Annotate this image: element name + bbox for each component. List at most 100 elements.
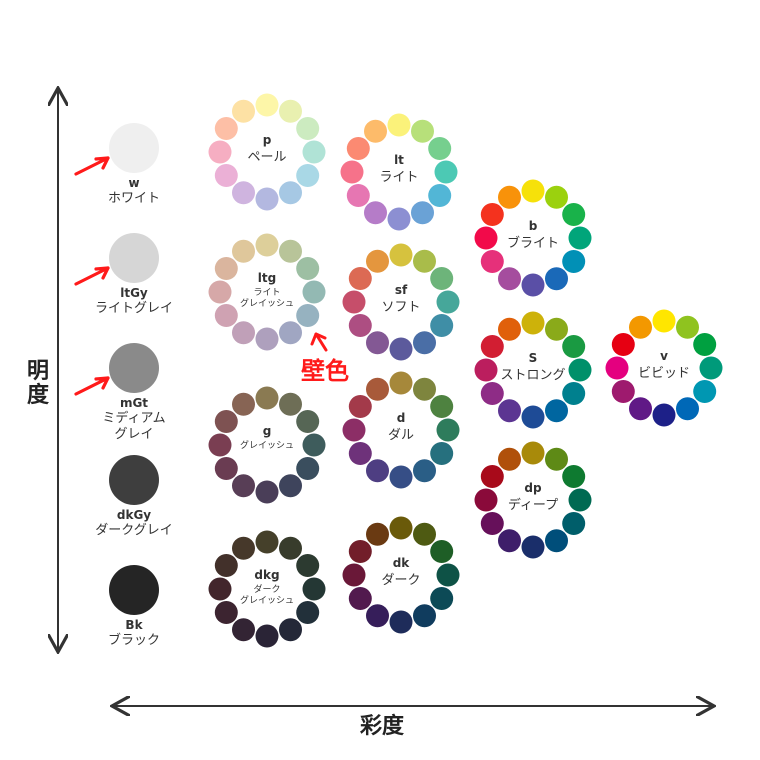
hue-swatch — [413, 604, 436, 628]
tone-code: dkg — [254, 568, 279, 582]
hue-swatch — [214, 457, 238, 480]
hue-swatch — [562, 382, 586, 405]
hue-swatch — [521, 311, 545, 335]
hue-swatch — [302, 577, 326, 601]
hue-swatch — [498, 447, 521, 471]
hue-swatch — [232, 536, 255, 560]
hue-swatch — [232, 99, 255, 123]
achromatic-name: ミディアム — [102, 410, 165, 426]
hue-swatch — [413, 522, 436, 546]
hue-swatch — [611, 333, 635, 356]
hue-swatch — [568, 226, 592, 250]
tone-ring-d: dダル — [342, 371, 460, 489]
hue-swatch — [232, 392, 255, 416]
hue-swatch — [545, 267, 568, 291]
annotation-text: 壁色 — [301, 357, 349, 385]
hue-swatch — [255, 93, 279, 117]
hue-swatch — [652, 403, 676, 427]
tone-ring-v: v ビビッド — [605, 309, 723, 427]
hue-swatch — [232, 239, 255, 263]
hue-swatch — [296, 257, 320, 280]
tone-code: ltg — [258, 271, 276, 285]
hue-swatch — [296, 304, 320, 327]
hue-swatch — [498, 317, 521, 341]
achromatic-name: ダークグレイ — [95, 523, 172, 538]
hue-swatch — [387, 113, 411, 137]
hue-swatch — [521, 405, 545, 429]
hue-swatch — [348, 540, 372, 563]
hue-swatch — [480, 335, 504, 358]
tone-name: グレイッシュ — [240, 297, 294, 309]
hue-swatch — [428, 184, 452, 207]
achromatic-code: ltGy — [120, 286, 148, 300]
tone-name: グレイッシュ — [240, 594, 294, 606]
hue-swatch — [255, 386, 279, 410]
hue-swatch — [387, 207, 411, 231]
hue-swatch — [214, 554, 238, 577]
achromatic-circle — [109, 123, 159, 173]
hue-swatch — [342, 418, 366, 442]
hue-swatch — [214, 304, 238, 327]
tone-name: ブライト — [507, 235, 559, 251]
achromatic-circle — [109, 343, 159, 393]
hue-swatch — [389, 243, 413, 267]
hue-swatch — [279, 392, 302, 416]
hue-swatch — [411, 119, 434, 143]
hue-swatch — [605, 356, 629, 380]
hue-swatch — [474, 488, 498, 512]
hue-swatch — [436, 418, 460, 442]
hue-swatch — [255, 327, 279, 351]
tone-ring-p: p ペール — [208, 93, 326, 211]
achromatic-name: グレイ — [114, 427, 153, 442]
tone-name: ビビッド — [638, 366, 690, 381]
red-arrow — [74, 376, 110, 396]
hue-swatch — [436, 290, 460, 314]
hue-swatch — [348, 442, 372, 465]
hue-swatch — [366, 522, 389, 546]
hue-swatch — [232, 321, 255, 345]
hue-swatch — [255, 624, 279, 648]
hue-swatch — [413, 331, 436, 355]
hue-swatch — [255, 233, 279, 257]
hue-swatch — [521, 179, 545, 203]
lightness-axis-label-1: 明 — [27, 359, 49, 384]
hue-swatch — [562, 512, 586, 535]
achromatic-circle — [109, 455, 159, 505]
hue-swatch — [255, 480, 279, 504]
lightness-axis-label-2: 度 — [27, 382, 50, 408]
achromatic-code: Bk — [125, 618, 143, 632]
tone-name: ダル — [388, 428, 414, 443]
hue-swatch — [302, 433, 326, 457]
hue-swatch — [389, 337, 413, 361]
hue-swatch — [545, 529, 568, 553]
hue-swatch — [296, 410, 320, 433]
tone-code: S — [529, 351, 538, 365]
tone-code: p — [263, 133, 272, 147]
hue-swatch — [232, 181, 255, 205]
tone-code: dk — [393, 556, 411, 570]
hue-swatch — [279, 181, 302, 205]
tone-code: v — [660, 349, 668, 363]
hue-swatch — [568, 488, 592, 512]
annotation-arrow — [310, 332, 328, 352]
hue-swatch — [214, 410, 238, 433]
hue-swatch — [348, 395, 372, 418]
hue-swatch — [562, 203, 586, 226]
tone-name: グレイッシュ — [240, 439, 294, 451]
hue-swatch — [366, 249, 389, 273]
hue-swatch — [562, 335, 586, 358]
achromatic-name: ホワイト — [108, 191, 160, 206]
hue-swatch — [366, 459, 389, 483]
tone-name: ペール — [247, 150, 286, 165]
hue-swatch — [279, 536, 302, 560]
hue-swatch — [214, 164, 238, 187]
hue-swatch — [568, 358, 592, 382]
